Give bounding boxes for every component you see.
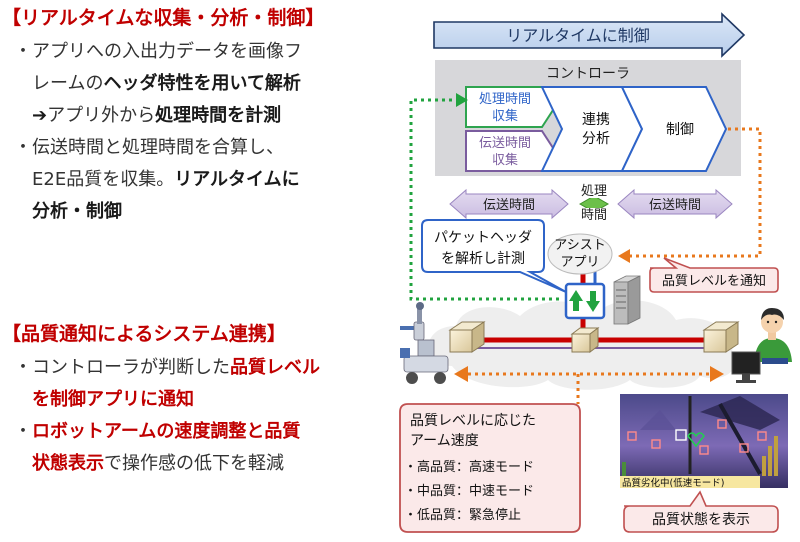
- assist-app-line1: アシスト: [554, 238, 605, 253]
- bullet-text-bold: を制御アプリに通知: [32, 389, 194, 410]
- transfer-time-left-label: 伝送時間: [483, 198, 535, 213]
- processing-time-line2: 時間: [581, 208, 607, 223]
- callout-packet-header: パケットヘッダ を解析し計測: [421, 219, 567, 293]
- transfer-time-right-label: 伝送時間: [649, 198, 701, 213]
- bullet-text-bold: ロボットアームの速度調整と品質: [32, 421, 301, 442]
- callout-notify-label: 品質レベルを通知: [662, 273, 766, 289]
- bullet-subitem: ➔アプリ外から処理時間を計測: [14, 100, 302, 132]
- callout-state-label: 品質状態を表示: [652, 512, 750, 528]
- callout-speed-title1: 品質レベルに応じた: [410, 413, 536, 429]
- chev-collect-line1: 処理時間: [479, 92, 531, 107]
- network-node-right-icon: [702, 321, 740, 353]
- realtime-control-arrow: リアルタイムに制御: [433, 12, 746, 58]
- orange-arrow-head: [618, 249, 630, 263]
- chev-control-label: 制御: [666, 122, 694, 138]
- bullet-item: ・アプリへの入出力データを画像フ: [14, 36, 302, 68]
- realtime-control-label: リアルタイムに制御: [506, 26, 650, 45]
- bullet-text-bold: 状態表示: [32, 453, 104, 474]
- callout-speed-title2: アーム速度: [410, 433, 479, 449]
- green-arrow-head: [456, 93, 468, 107]
- screen-caption: 品質劣化中(低速モード): [622, 477, 724, 489]
- chevron-collect-processing: 処理時間 収集: [465, 86, 557, 128]
- callout-arm-speed: 品質レベルに応じた アーム速度 ・高品質：高速モード ・中品質：中速モード ・低…: [399, 403, 581, 533]
- orange-dotted-line: [630, 127, 762, 258]
- callout-speed-item: ・高品質：高速モード: [404, 459, 534, 475]
- chev-transfer-line2: 収集: [492, 152, 518, 168]
- callout-speed-item: ・中品質：中速モード: [404, 484, 534, 499]
- section1-bullets: ・アプリへの入出力データを画像フ レームのヘッダ特性を用いて解析 ➔アプリ外から…: [14, 36, 302, 228]
- bullet-dot: ・: [14, 137, 32, 158]
- network-node-center-icon: [570, 327, 600, 353]
- bullet-item-cont: 状態表示で操作感の低下を軽減: [14, 448, 320, 480]
- operator-person-icon: [754, 308, 792, 364]
- callout-speed-item: ・低品質：緊急停止: [404, 507, 521, 523]
- bullet-item-cont: レームのヘッダ特性を用いて解析: [14, 68, 302, 100]
- callout-quality-state: 品質状態を表示: [623, 490, 779, 533]
- bullet-item: ・コントローラが判断した品質レベル: [14, 352, 320, 384]
- bullet-dot: ・: [14, 41, 32, 62]
- arrow-icon: ➔: [32, 105, 48, 126]
- callout-notify-quality: 品質レベルを通知: [649, 257, 779, 293]
- chev-analyze-line1: 連携: [582, 112, 610, 128]
- transfer-time-right-arrow: 伝送時間: [617, 188, 733, 220]
- orange-arrow-head-left: [454, 366, 468, 382]
- operator-monitor-icon: [731, 351, 761, 383]
- network-switch-icon: [564, 282, 606, 320]
- bullet-text: アプリ外から: [47, 105, 156, 126]
- transfer-time-left-arrow: 伝送時間: [449, 188, 569, 220]
- bullet-text: E2E品質を収集。: [32, 169, 175, 190]
- assist-app-line2: アプリ: [560, 255, 599, 270]
- bullet-item-cont: を制御アプリに通知: [14, 384, 320, 416]
- chev-analyze-line2: 分析: [582, 131, 610, 147]
- orange-arrow-head-right: [710, 366, 724, 382]
- section2-title: 【品質通知によるシステム連携】: [2, 323, 286, 345]
- bullet-item-cont: 分析・制御: [14, 196, 302, 228]
- section2-bullets: ・コントローラが判断した品質レベル を制御アプリに通知 ・ロボットアームの速度調…: [14, 352, 320, 480]
- bullet-item: ・伝送時間と処理時間を合算し、: [14, 132, 302, 164]
- bullet-text-bold: 分析・制御: [32, 201, 122, 222]
- chevron-control: 制御: [620, 86, 728, 172]
- bullet-text-bold: リアルタイムに: [174, 169, 300, 190]
- callout-packet-line1: パケットヘッダ: [434, 230, 532, 246]
- bullet-dot: ・: [14, 357, 32, 378]
- bullet-text-bold: 処理時間を計測: [155, 105, 282, 126]
- robot-arm-icon: [400, 302, 449, 384]
- bullet-text: コントローラが判断した: [32, 357, 230, 378]
- bullet-text-bold: 品質レベル: [230, 357, 320, 378]
- processing-time-marker: 処理 時間: [565, 184, 623, 223]
- bullet-item-cont: E2E品質を収集。リアルタイムに: [14, 164, 302, 196]
- bullet-text: で操作感の低下を軽減: [104, 453, 284, 474]
- assist-app-node: アシスト アプリ: [547, 233, 613, 275]
- bullet-dot: ・: [14, 421, 32, 442]
- chevron-collect-transfer: 伝送時間 収集: [465, 130, 557, 172]
- bullet-text: 伝送時間と処理時間を合算し、: [32, 137, 284, 158]
- controller-label: コントローラ: [546, 66, 630, 82]
- bullet-text-bold: ヘッダ特性を用いて解析: [103, 73, 301, 94]
- processing-time-line1: 処理: [581, 184, 607, 199]
- bullet-text: レームの: [32, 73, 104, 94]
- quality-display-screen: 品質劣化中(低速モード): [620, 394, 788, 489]
- callout-packet-line2: を解析し計測: [441, 251, 525, 267]
- chev-collect-line2: 収集: [492, 108, 518, 124]
- chev-transfer-line1: 伝送時間: [479, 136, 531, 151]
- bullet-text: アプリへの入出力データを画像フ: [32, 41, 302, 62]
- network-node-left-icon: [448, 321, 486, 353]
- server-icon: [613, 275, 641, 325]
- section1-title: 【リアルタイムな収集・分析・制御】: [2, 7, 325, 29]
- bullet-item: ・ロボットアームの速度調整と品質: [14, 416, 320, 448]
- green-dotted-line: [409, 98, 562, 301]
